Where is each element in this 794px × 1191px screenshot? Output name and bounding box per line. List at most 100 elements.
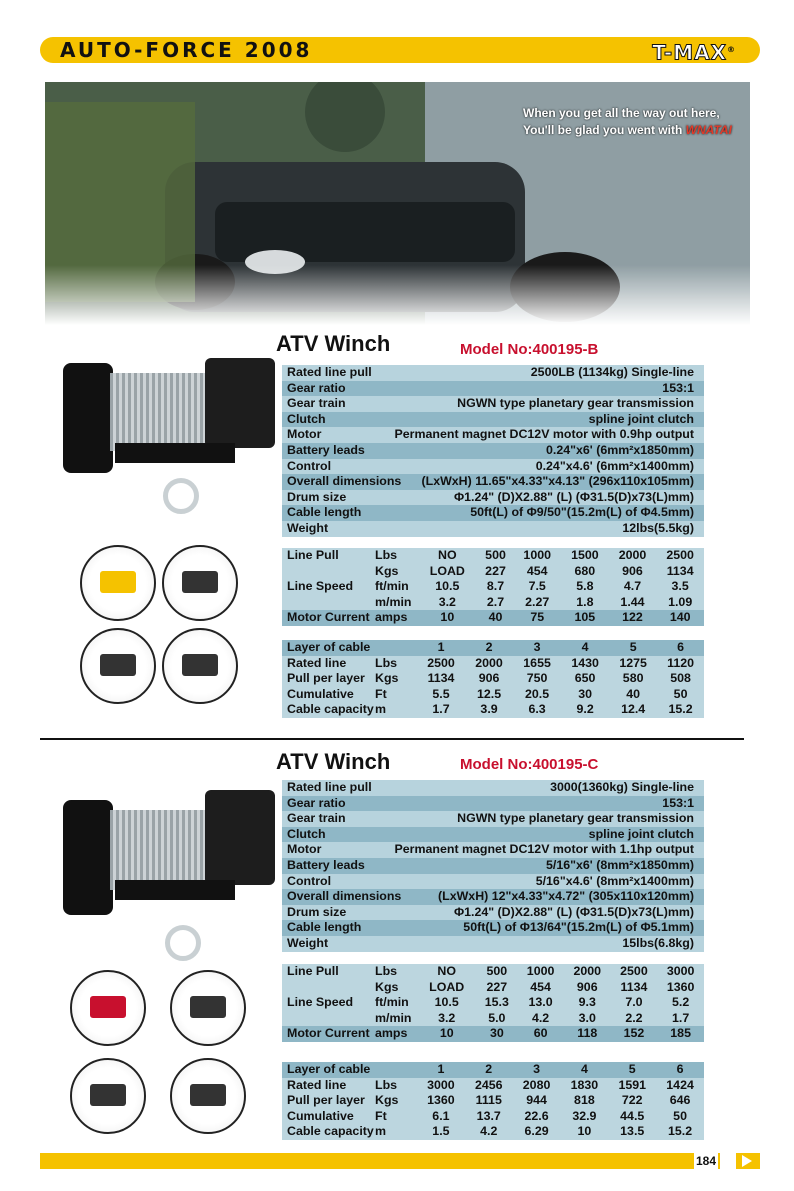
value-cell: 1.44 (620, 594, 645, 609)
row-label: Pull per layer (287, 1093, 365, 1108)
value-cell: 5 (628, 1062, 636, 1076)
spec-value: 50ft(L) of Φ13/64"(15.2m(L) of Φ5.1mm) (463, 920, 694, 935)
value-cell: 44.5 (620, 1108, 645, 1123)
spec-value: 153:1 (662, 795, 694, 810)
unit-cell: m (375, 702, 387, 717)
model-number: Model No:400195-C (460, 756, 599, 773)
spec-value: 5/16"x6' (8mm²x1850mm) (546, 857, 694, 872)
value-cell: 1591 (618, 1077, 647, 1092)
value-cell: 10.5 (434, 995, 459, 1010)
row-label (282, 595, 375, 611)
value-cell: 118 (577, 1026, 598, 1041)
value-cell: 1115 (475, 1093, 502, 1108)
row-label (282, 1011, 375, 1027)
value-cell: 30 (578, 686, 592, 701)
value-cell: 227 (486, 979, 508, 994)
value-cell: 2456 (474, 1077, 503, 1092)
value-cell: 4.2 (480, 1124, 498, 1139)
spec-label: Cable length (287, 920, 362, 935)
value-cell: 6 (676, 1062, 684, 1076)
value-cell: 12.4 (621, 702, 646, 717)
value-cell: 1655 (523, 655, 551, 670)
value-cell: 944 (526, 1093, 547, 1108)
unit-cell: m (375, 1124, 387, 1139)
value-cell: 1.7 (432, 702, 450, 717)
value-cell: 508 (670, 671, 691, 686)
spec-label: Clutch (287, 411, 326, 426)
row-label: Cable capacity (287, 1124, 374, 1139)
accessory-solenoid-image (80, 628, 156, 704)
row-label: Cumulative (287, 1108, 354, 1123)
value-cell: 12.5 (476, 686, 502, 701)
spec-label: Weight (287, 520, 329, 535)
unit-cell: Kgs (375, 1093, 399, 1108)
hero-tagline-1: When you get all the way out here, (523, 106, 720, 120)
value-cell: 2.2 (625, 1010, 643, 1025)
row-label: Line Speed (287, 995, 354, 1010)
row-label: Layer of cable (287, 1062, 371, 1076)
value-cell: 13.0 (528, 995, 553, 1010)
value-cell: 3.0 (578, 1010, 596, 1025)
value-cell: 227 (485, 563, 506, 578)
spec-value: spline joint clutch (588, 826, 694, 841)
value-cell: 10.5 (435, 579, 460, 594)
spec-label: Drum size (287, 904, 347, 919)
spec-value: (LxWxH) 11.65"x4.33"x4.13" (296x110x105m… (421, 474, 695, 489)
value-cell: 3000 (427, 1077, 455, 1092)
spec-label: Battery leads (287, 442, 365, 457)
value-cell: 13.5 (620, 1124, 645, 1139)
value-cell: 40 (626, 686, 641, 701)
unit-cell: Lbs (375, 1077, 398, 1092)
spec-value: NGWN type planetary gear transmission (457, 811, 694, 826)
value-cell: 3 (533, 640, 541, 654)
value-cell: 10 (440, 610, 455, 625)
unit-cell: Lbs (375, 655, 398, 670)
value-cell: 30 (489, 1026, 504, 1041)
value-cell: 60 (533, 1026, 548, 1041)
value-cell: 9.3 (578, 995, 596, 1010)
spec-label: Rated line pull (287, 780, 372, 794)
value-cell: 818 (574, 1093, 595, 1108)
value-cell: 3.2 (438, 594, 456, 609)
value-cell: 1830 (570, 1077, 599, 1092)
value-cell: 22.6 (524, 1108, 549, 1123)
accessory-wiring-image (70, 970, 146, 1046)
accessory-mount-plate-image (162, 628, 238, 704)
row-label (282, 564, 375, 580)
value-cell: 50 (673, 1108, 687, 1123)
value-cell: 1.8 (576, 594, 594, 609)
value-cell: 4.2 (531, 1010, 550, 1025)
value-cell: 2500 (620, 964, 648, 978)
value-cell: 2000 (475, 655, 503, 670)
spec-value: 0.24"x4.6' (6mm²x1400mm) (535, 458, 694, 473)
value-cell: 2500 (427, 655, 455, 670)
value-cell: 1430 (571, 655, 599, 670)
value-cell: 680 (574, 563, 596, 578)
value-cell: 1120 (667, 655, 695, 670)
value-cell: 5.0 (488, 1010, 506, 1025)
accessory-fairlead-image (170, 970, 246, 1046)
spec-value: 5/16"x4.6' (8mm²x1400mm) (535, 873, 694, 888)
value-cell: 9.2 (576, 702, 594, 717)
accessory-solenoid-image (70, 1058, 146, 1134)
value-cell: 122 (622, 610, 643, 625)
value-cell: 15.2 (668, 702, 693, 717)
